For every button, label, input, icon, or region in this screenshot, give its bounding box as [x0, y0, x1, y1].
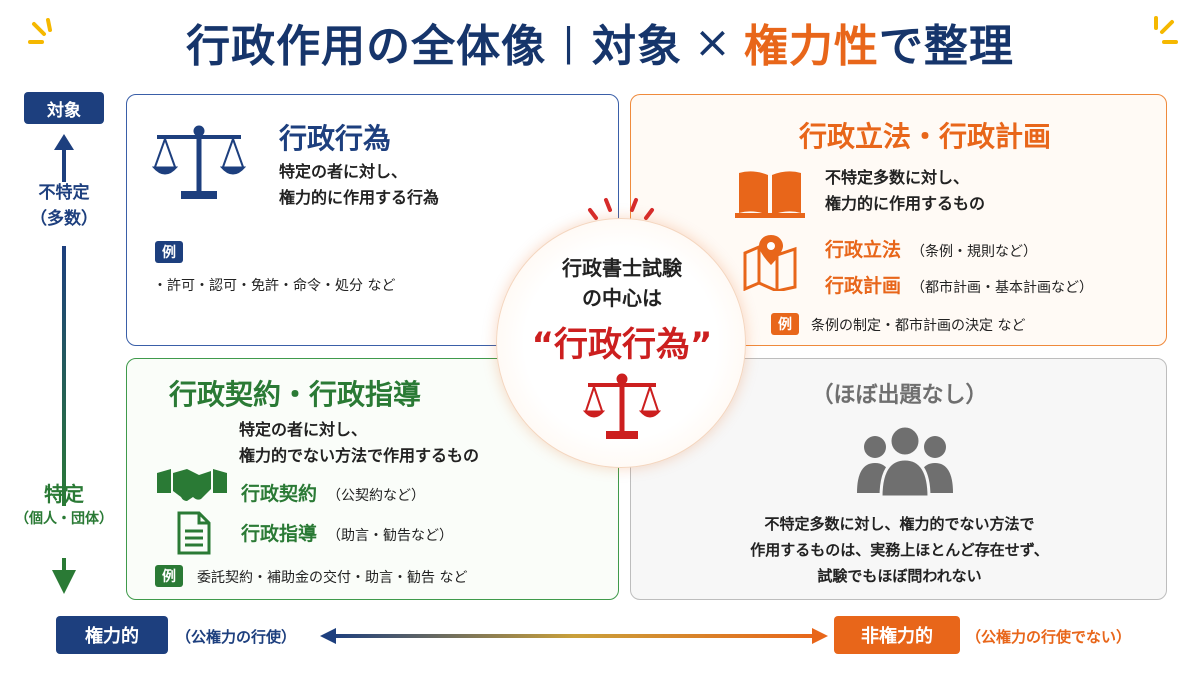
example-badge: 例	[155, 565, 183, 587]
sparkle-right-icon	[1154, 16, 1178, 44]
non-authoritative-badge: 非権力的	[834, 616, 960, 654]
title-main: 行政作用の全体像	[186, 21, 547, 72]
guidance-item: 行政指導 （助言・勧告など）	[241, 519, 453, 546]
rarely-tested-desc-line2: 作用するものは、実務上ほとんど存在せず、	[750, 541, 1049, 559]
axis-unspecified-line2: （多数）	[30, 209, 98, 229]
contract-item-note: （公契約など）	[327, 488, 426, 504]
book-icon	[735, 171, 805, 218]
contract-guidance-desc-line2: 権力的でない方法で作用するもの	[239, 446, 480, 465]
document-icon	[177, 511, 211, 555]
administrative-act-examples: ・許可・認可・免許・命令・処分 など	[153, 275, 395, 295]
planning-item-note: （都市計画・基本計画など）	[911, 280, 1094, 296]
center-text: 行政書士試験 の中心は	[497, 253, 747, 313]
sparkle-left-icon	[28, 18, 52, 44]
contract-item: 行政契約 （公契約など）	[241, 479, 425, 506]
authoritative-badge: 権力的	[56, 616, 168, 654]
rarely-tested-desc-line1: 不特定多数に対し、権力的でない方法で	[764, 515, 1035, 533]
rarely-tested-heading: （ほぼ出題なし）	[811, 383, 988, 408]
vertical-axis-arrow	[52, 134, 76, 594]
center-text-line1: 行政書士試験	[562, 256, 682, 280]
rarely-tested-desc: 不特定多数に対し、権力的でない方法で 作用するものは、実務上ほとんど存在せず、 …	[631, 511, 1168, 589]
legislation-planning-desc-line1: 不特定多数に対し、	[825, 168, 970, 187]
planning-item: 行政計画 （都市計画・基本計画など）	[825, 271, 1093, 298]
contract-item-title: 行政契約	[241, 483, 318, 505]
axis-unspecified-label: 不特定 （多数）	[18, 180, 110, 232]
quadrant-rarely-tested: （ほぼ出題なし） 不特定多数に対し、権力的でない方法で 作用するものは、実務上ほ…	[630, 358, 1167, 600]
administrative-act-desc: 特定の者に対し、 権力的に作用する行為	[279, 159, 439, 211]
axis-specified-label: 特定 （個人・団体）	[10, 480, 118, 530]
title-power: 権力性	[743, 21, 879, 72]
guidance-item-title: 行政指導	[241, 523, 318, 545]
administrative-act-example-text: ・許可・認可・免許・命令・処分 など	[153, 278, 396, 294]
contract-guidance-desc: 特定の者に対し、 権力的でない方法で作用するもの	[239, 417, 479, 469]
planning-item-title: 行政計画	[825, 275, 902, 297]
map-pin-icon	[743, 235, 797, 291]
legislation-planning-desc: 不特定多数に対し、 権力的に作用するもの	[825, 165, 985, 217]
legislation-planning-example-text: 条例の制定・都市計画の決定 など	[811, 318, 1026, 334]
axis-unspecified-line1: 不特定	[38, 183, 90, 203]
burst-icon	[588, 198, 654, 220]
example-badge: 例	[771, 313, 799, 335]
legislation-item-note: （条例・規則など）	[911, 244, 1038, 260]
legislation-planning-desc-line2: 権力的に作用するもの	[825, 194, 986, 213]
legislation-item: 行政立法 （条例・規則など）	[825, 235, 1037, 262]
authoritative-note: （公権力の行使）	[176, 628, 297, 646]
contract-guidance-desc-line1: 特定の者に対し、	[239, 420, 368, 439]
title-separator: |	[562, 20, 576, 64]
administrative-act-desc-line2: 権力的に作用する行為	[279, 188, 440, 207]
quadrant-contract-guidance: 行政契約・行政指導 特定の者に対し、 権力的でない方法で作用するもの 行政契約 （…	[126, 358, 619, 600]
people-icon	[857, 424, 953, 497]
rarely-tested-desc-line3: 試験でもほぼ問われない	[817, 567, 982, 585]
guidance-item-note: （助言・勧告など）	[327, 528, 454, 544]
page-title: 行政作用の全体像 | 対象 × 権力性 で整理	[0, 4, 1200, 80]
title-suffix: で整理	[878, 21, 1014, 72]
legislation-planning-heading: 行政立法・行政計画	[799, 120, 1052, 153]
center-text-line2: の中心は	[582, 286, 662, 310]
center-highlight: “行政行為”	[531, 325, 713, 365]
horizontal-axis-arrow	[320, 628, 828, 644]
axis-specified-line1: 特定	[44, 482, 84, 506]
title-times: ×	[693, 16, 732, 68]
axis-target-badge: 対象	[24, 92, 104, 124]
contract-guidance-example-text: 委託契約・補助金の交付・助言・勧告 など	[197, 570, 468, 586]
axis-specified-line2: （個人・団体）	[15, 511, 113, 527]
scales-icon	[582, 373, 662, 439]
center-focus-circle: 行政書士試験 の中心は “行政行為”	[496, 218, 746, 468]
scales-icon	[151, 125, 247, 199]
administrative-act-desc-line1: 特定の者に対し、	[279, 162, 408, 181]
legislation-item-title: 行政立法	[825, 239, 902, 261]
example-badge: 例	[155, 241, 183, 263]
title-target: 対象	[591, 21, 682, 72]
contract-guidance-heading: 行政契約・行政指導	[169, 378, 422, 411]
administrative-act-heading: 行政行為	[279, 122, 392, 155]
handshake-icon	[157, 469, 227, 501]
non-authoritative-note: （公権力の行使でない）	[966, 628, 1132, 646]
